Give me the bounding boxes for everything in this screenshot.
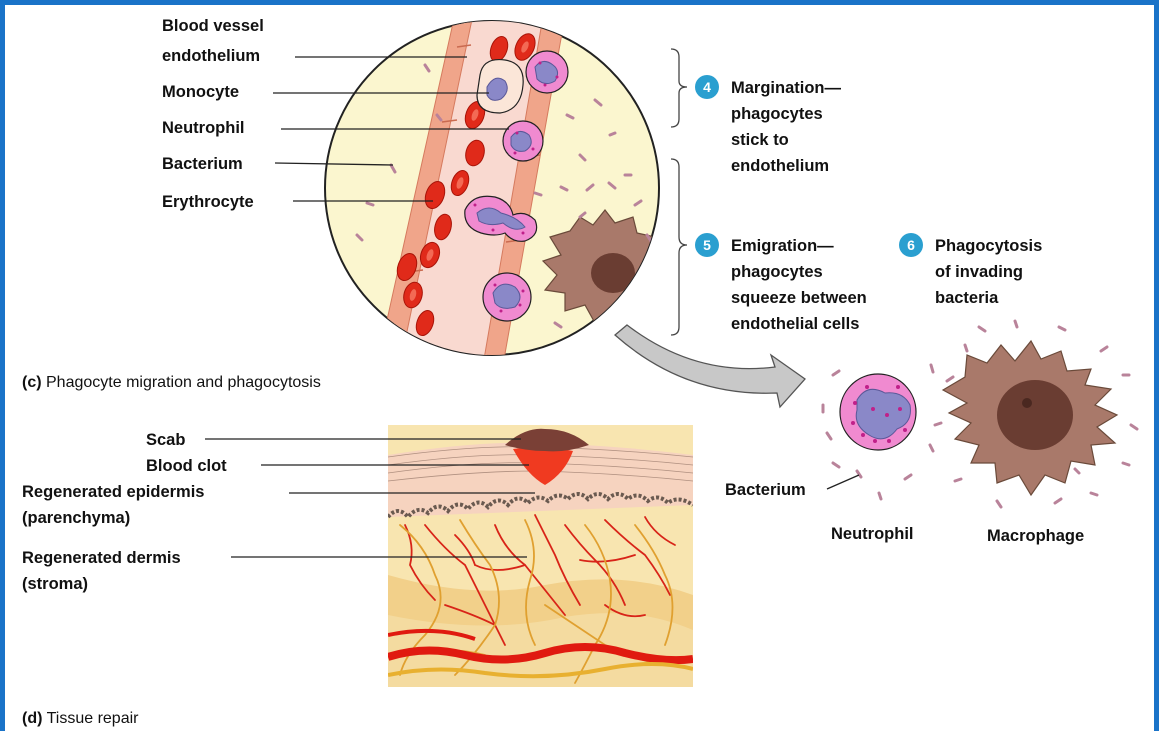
- step-4-line-2: phagocytes: [731, 105, 823, 123]
- label-neutrophil: Neutrophil: [162, 119, 245, 137]
- label-scab: Scab: [146, 431, 185, 449]
- label-epidermis-1: Regenerated epidermis: [22, 483, 204, 501]
- diagram-canvas: Blood vessel endothelium Monocyte Neutro…: [5, 5, 1154, 731]
- step-4-line-1: Margination—: [731, 79, 841, 97]
- skin-section: [388, 425, 693, 687]
- phagocytosis-inset: [823, 321, 1137, 507]
- step-5: 5 Emigration— phagocytes squeeze between…: [695, 233, 867, 333]
- label-vessel-2: endothelium: [162, 47, 260, 65]
- caption-d-letter: (d): [22, 710, 42, 727]
- label-monocyte: Monocyte: [162, 83, 239, 101]
- inset-neutrophil: [840, 374, 916, 450]
- step-6-line-2: of invading: [935, 263, 1023, 281]
- caption-c: (c) Phagocyte migration and phagocytosis: [22, 374, 321, 391]
- caption-d: (d) Tissue repair: [22, 710, 139, 727]
- blood-vessel-circle: [325, 5, 665, 365]
- label-inset-bacterium: Bacterium: [725, 481, 806, 499]
- leader-inset-bacterium: [827, 475, 859, 489]
- caption-c-letter: (c): [22, 374, 42, 391]
- step-5-line-2: phagocytes: [731, 263, 823, 281]
- step-4-number: 4: [703, 79, 711, 95]
- monocyte-cell: [477, 60, 523, 113]
- step-6: 6 Phagocytosis of invading bacteria: [899, 233, 1042, 307]
- step-5-line-3: squeeze between: [731, 289, 867, 307]
- label-epidermis-2: (parenchyma): [22, 509, 130, 527]
- neutrophil-cell-margination: [503, 121, 543, 161]
- label-bacterium: Bacterium: [162, 155, 243, 173]
- labels-c: Blood vessel endothelium Monocyte Neutro…: [162, 17, 264, 211]
- step-5-number: 5: [703, 237, 711, 253]
- step-brackets: [671, 49, 687, 335]
- label-dermis-2: (stroma): [22, 575, 88, 593]
- label-dermis-1: Regenerated dermis: [22, 549, 181, 567]
- step-4: 4 Margination— phagocytes stick to endot…: [695, 75, 841, 175]
- step-4-line-4: endothelium: [731, 157, 829, 175]
- label-vessel-1: Blood vessel: [162, 17, 264, 35]
- caption-d-text: Tissue repair: [42, 710, 139, 727]
- label-inset-neutrophil: Neutrophil: [831, 525, 914, 543]
- step-4-line-3: stick to: [731, 131, 789, 149]
- step-6-line-3: bacteria: [935, 289, 999, 307]
- label-blood-clot: Blood clot: [146, 457, 227, 475]
- label-inset-macrophage: Macrophage: [987, 527, 1084, 545]
- step-5-line-1: Emigration—: [731, 237, 834, 255]
- step-6-number: 6: [907, 237, 915, 253]
- neutrophil-cell-tissue: [483, 273, 531, 321]
- label-erythrocyte: Erythrocyte: [162, 193, 254, 211]
- labels-d: Scab Blood clot Regenerated epidermis (p…: [22, 431, 227, 593]
- step-5-line-4: endothelial cells: [731, 315, 859, 333]
- caption-c-text: Phagocyte migration and phagocytosis: [42, 374, 321, 391]
- inset-macrophage: [943, 341, 1117, 495]
- curved-arrow: [615, 325, 805, 407]
- step-6-line-1: Phagocytosis: [935, 237, 1042, 255]
- neutrophil-cell-top: [526, 51, 568, 93]
